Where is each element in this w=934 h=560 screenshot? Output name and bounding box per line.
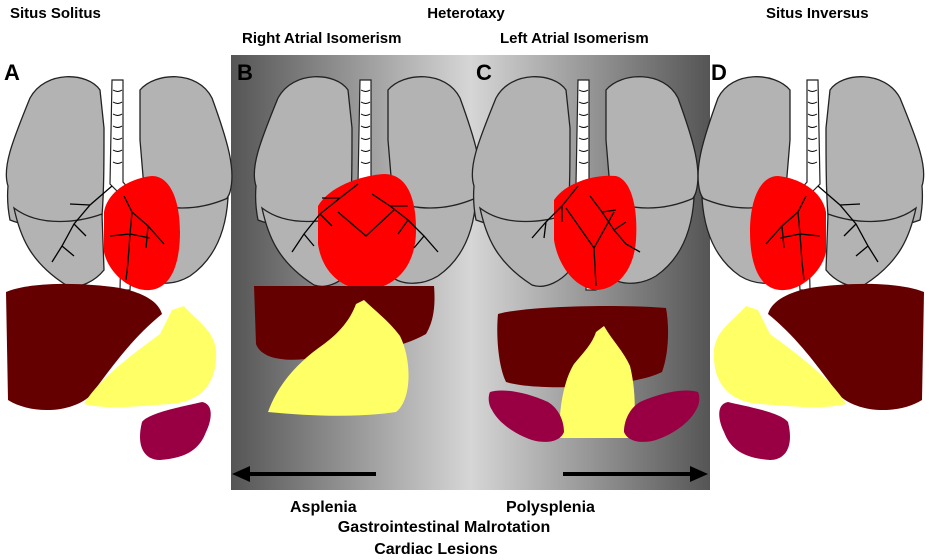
- label-situs-solitus: Situs Solitus: [10, 5, 101, 22]
- panel-letter-c: C: [476, 60, 492, 85]
- panel-c-spleen-left: [624, 390, 700, 442]
- label-asplenia: Asplenia: [290, 499, 357, 516]
- label-gi-malrotation: Gastrointestinal Malrotation: [338, 519, 550, 536]
- panel-a-situs-solitus: [5, 76, 233, 460]
- panel-d-spleen: [719, 402, 790, 460]
- arrow-left: [232, 466, 376, 482]
- label-heterotaxy: Heterotaxy: [427, 5, 505, 22]
- panel-letter-d: D: [711, 60, 727, 85]
- label-polysplenia: Polysplenia: [506, 499, 595, 516]
- panel-c-left-atrial-isomerism: [471, 76, 700, 442]
- label-right-atrial-isomerism: Right Atrial Isomerism: [242, 30, 401, 47]
- panel-b-right-atrial-isomerism: [253, 76, 481, 416]
- label-situs-inversus: Situs Inversus: [766, 5, 869, 22]
- label-left-atrial-isomerism: Left Atrial Isomerism: [500, 30, 649, 47]
- panel-c-heart: [554, 175, 637, 290]
- panel-a-heart: [104, 176, 180, 291]
- panel-c-stomach: [559, 326, 635, 438]
- panel-a-spleen: [140, 402, 211, 460]
- label-cardiac-lesions: Cardiac Lesions: [374, 541, 498, 558]
- panel-d-situs-inversus: [697, 76, 925, 460]
- arrow-right: [563, 466, 708, 482]
- panel-letter-a: A: [4, 60, 20, 85]
- panel-a-stomach: [84, 306, 217, 408]
- panel-a-liver: [6, 283, 162, 411]
- panel-letter-b: B: [237, 60, 253, 85]
- panel-d-stomach: [713, 306, 846, 408]
- panel-c-spleen-right: [488, 390, 564, 442]
- panel-d-liver: [768, 283, 924, 411]
- panel-b-stomach: [268, 300, 409, 416]
- panel-d-heart: [750, 176, 826, 291]
- panel-b-heart: [318, 174, 416, 290]
